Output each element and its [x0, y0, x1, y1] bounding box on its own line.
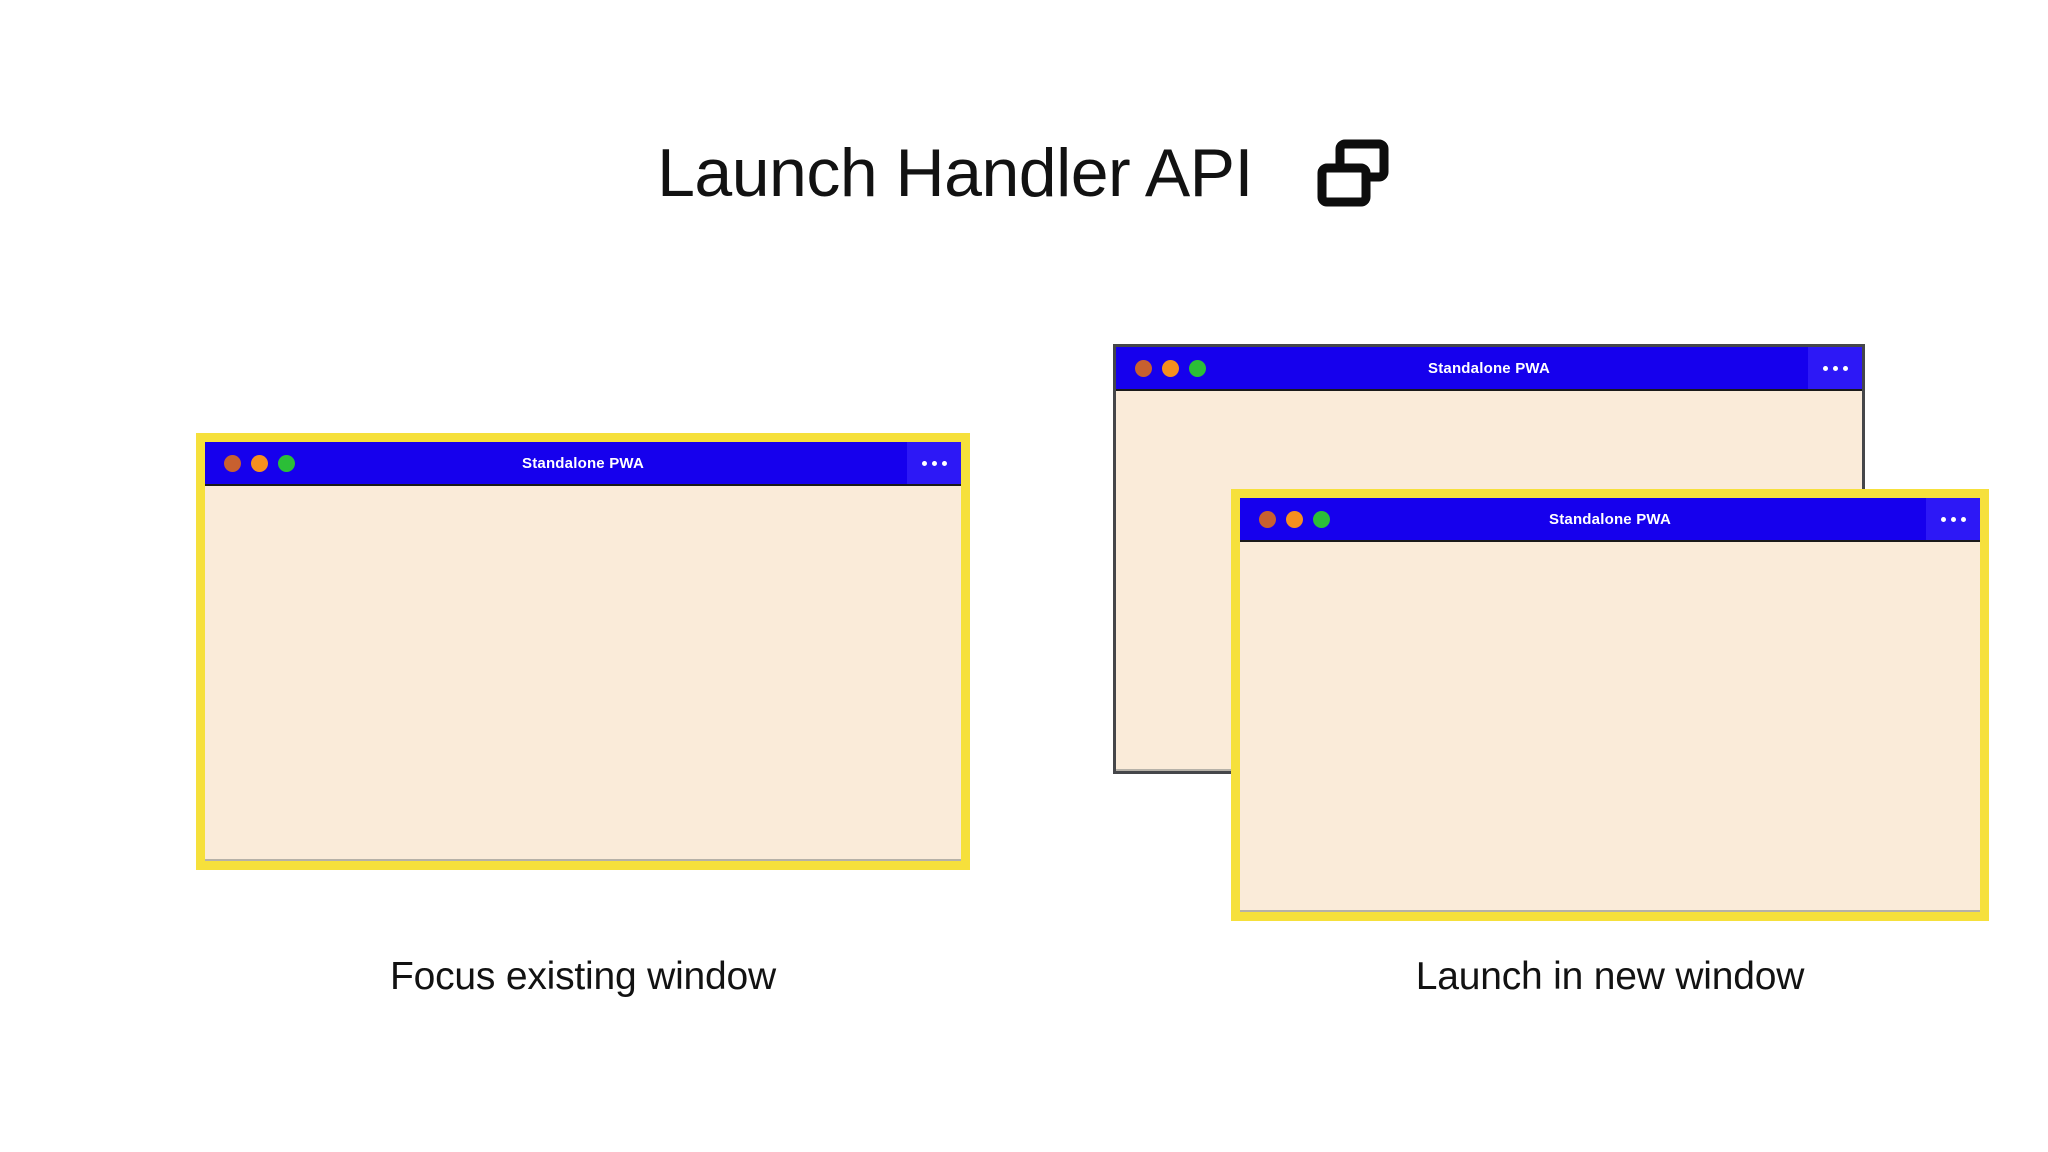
menu-dot [1822, 365, 1828, 371]
maximize-button-icon[interactable] [1189, 359, 1206, 377]
window-frame: Standalone PWA [1231, 489, 1989, 921]
window-titlebar[interactable]: Standalone PWA [1116, 347, 1862, 389]
maximize-button-icon[interactable] [278, 454, 295, 472]
window-titlebar[interactable]: Standalone PWA [1240, 498, 1980, 540]
window-frame: Standalone PWA [196, 433, 970, 870]
page-header: Launch Handler API [0, 118, 2048, 228]
menu-dot [921, 460, 927, 466]
window-focus-existing[interactable]: Standalone PWA [196, 433, 970, 870]
minimize-button-icon[interactable] [1286, 510, 1303, 528]
maximize-button-icon[interactable] [1313, 510, 1330, 528]
close-button-icon[interactable] [1259, 510, 1276, 528]
traffic-lights [1116, 359, 1206, 377]
window-launch-new[interactable]: Standalone PWA [1231, 489, 1989, 921]
menu-dot [1940, 516, 1946, 522]
menu-dot [941, 460, 947, 466]
page-title: Launch Handler API [657, 135, 1253, 211]
overflow-menu-icon[interactable] [907, 442, 961, 484]
minimize-button-icon[interactable] [1162, 359, 1179, 377]
menu-dot [1832, 365, 1838, 371]
menu-dot [1842, 365, 1848, 371]
traffic-lights [205, 454, 295, 472]
window-title: Standalone PWA [1428, 359, 1550, 377]
caption-launch-new: Launch in new window [1415, 955, 1805, 998]
window-titlebar[interactable]: Standalone PWA [205, 442, 961, 484]
overflow-menu-icon[interactable] [1926, 498, 1980, 540]
menu-dot [931, 460, 937, 466]
caption-focus-existing: Focus existing window [390, 955, 776, 998]
menu-dot [1950, 516, 1956, 522]
traffic-lights [1240, 510, 1330, 528]
close-button-icon[interactable] [224, 454, 241, 472]
window-content-area[interactable] [205, 484, 961, 861]
overflow-menu-icon[interactable] [1808, 347, 1862, 389]
window-title: Standalone PWA [522, 454, 644, 472]
window-content-area[interactable] [1240, 540, 1980, 912]
close-button-icon[interactable] [1135, 359, 1152, 377]
multi-window-icon [1317, 139, 1389, 207]
window-title: Standalone PWA [1549, 510, 1671, 528]
minimize-button-icon[interactable] [251, 454, 268, 472]
menu-dot [1960, 516, 1966, 522]
